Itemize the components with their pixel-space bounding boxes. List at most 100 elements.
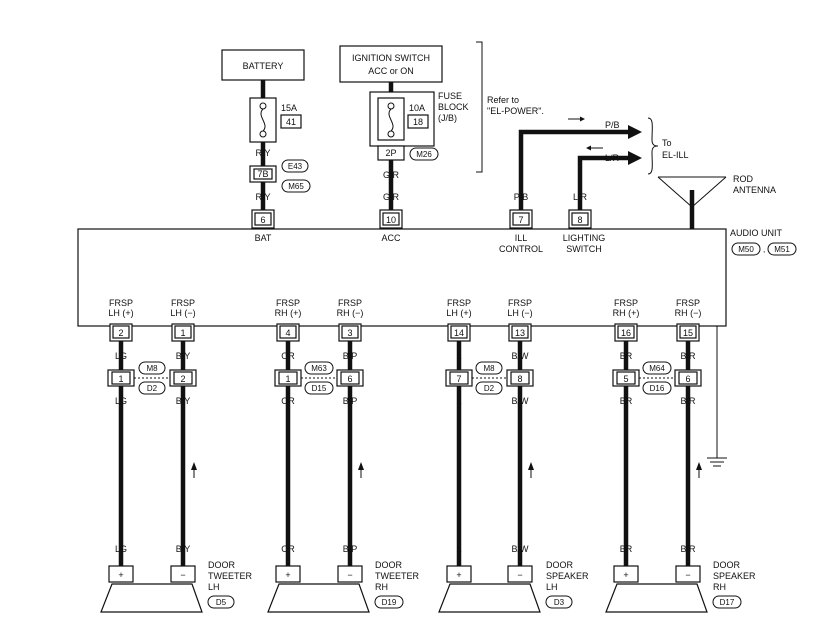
output-pin (511, 325, 529, 339)
minus-line: FRSP RH (−) 15 B/R 6 B/R B/R (674, 298, 702, 566)
antenna-label-1: ROD (733, 174, 754, 184)
plus-symbol: + (623, 570, 628, 580)
speaker-channel-tweeter-lh: FRSP LH (+) 2 LG 1 LG LG FRSP LH (−) 1 B… (100, 298, 252, 613)
wire-color-3: B/Y (176, 544, 191, 554)
terminal-pin-number: 8 (577, 215, 582, 225)
wire-color-3: L (456, 544, 461, 554)
speaker-body (100, 583, 203, 613)
joint-pin (449, 371, 469, 385)
joint-connector-pill (138, 361, 166, 375)
terminal-label: ACC (381, 233, 401, 243)
minus-line: FRSP RH (−) 3 B/P 6 B/P B/P (336, 298, 364, 566)
output-polarity: RH (+) (275, 308, 302, 318)
speaker-name-2: TWEETER (208, 571, 252, 581)
current-arrow-up-icon (528, 462, 534, 470)
connector-m51-pill (767, 242, 797, 256)
wire-color: BR (620, 351, 633, 361)
speaker-name-3: LH (546, 582, 558, 592)
output-label: FRSP (614, 298, 638, 308)
joint-pin-number: 2 (180, 374, 185, 384)
speaker-channel-speaker-rh: FRSP RH (+) 16 BR 5 BR BR FRSP RH (−) 15… (605, 298, 756, 613)
output-polarity: RH (−) (675, 308, 702, 318)
wire-pb-label-top: P/B (605, 120, 620, 130)
connector-m26-label: M26 (416, 150, 432, 159)
output-polarity: LH (+) (446, 308, 471, 318)
wire-color-2: B/P (343, 396, 358, 406)
speaker-channel-tweeter-rh: FRSP RH (+) 4 OR 1 OR OR FRSP RH (−) 3 B… (267, 298, 419, 613)
speaker-name-1: DOOR (375, 560, 403, 570)
minus-terminal (675, 565, 701, 583)
connector-e43-label: E43 (288, 162, 303, 171)
terminal-pin (382, 212, 400, 226)
battery-label: BATTERY (243, 61, 284, 71)
wire-color-2: B/W (512, 396, 530, 406)
joint-pin (111, 371, 131, 385)
wire-color-2: B/R (680, 396, 696, 406)
fuse-15a-terminal-bottom (259, 130, 267, 138)
wire-color: B/Y (176, 351, 191, 361)
output-label: FRSP (171, 298, 195, 308)
wire-color-2: BR (620, 396, 633, 406)
output-polarity: LH (−) (170, 308, 195, 318)
output-pin-number: 3 (347, 328, 352, 338)
joint-pin-number: 1 (285, 374, 290, 384)
wire-lr-label-top: L/R (605, 153, 620, 163)
wire-color: L (456, 351, 461, 361)
joint-connector-pill-2 (304, 381, 334, 395)
signal-arrow-right-icon (580, 116, 585, 122)
ill-control-wire (518, 129, 628, 210)
output-pin (279, 325, 297, 339)
antenna-left (657, 176, 693, 208)
plus-line: FRSP LH (+) 14 L 7 L L (445, 298, 473, 566)
joint-connector-pill-2 (475, 381, 503, 395)
output-polarity: RH (+) (613, 308, 640, 318)
joint-connector-label: M64 (649, 364, 665, 373)
fuse-10a-amp: 10A (409, 103, 425, 113)
output-pin (174, 325, 192, 339)
antenna-right (691, 176, 727, 208)
wire-color-2: L (456, 396, 461, 406)
speaker-connector-label: D17 (720, 598, 735, 607)
terminal-pin (571, 212, 589, 226)
wire-color-3: B/P (343, 544, 358, 554)
output-pin (341, 325, 359, 339)
speaker-terminals: + − (605, 565, 708, 613)
terminal-label: LIGHTING (563, 233, 606, 243)
to-ill-label-2: EL-ILL (662, 150, 689, 160)
output-pin (112, 325, 130, 339)
joint-pin-number: 7 (456, 374, 461, 384)
plus-symbol: + (118, 570, 123, 580)
plus-terminal (108, 565, 134, 583)
connector-m65-label: M65 (288, 182, 304, 191)
speaker-connector-label: D3 (554, 598, 565, 607)
minus-terminal (507, 565, 533, 583)
output-pin-number: 16 (621, 328, 631, 338)
joint-pin (616, 371, 636, 385)
speaker-connector-pill (712, 595, 742, 609)
wire-pb-label: P/B (514, 192, 529, 202)
wire-ry-label-1: R/Y (255, 148, 270, 158)
connector-m51-label: M51 (774, 245, 790, 254)
speaker-name-1: DOOR (546, 560, 574, 570)
connector-e43-pill (281, 159, 309, 173)
minus-symbol: − (180, 570, 185, 580)
joint-pin-number: 5 (623, 374, 628, 384)
plus-line: FRSP LH (+) 2 LG 1 LG LG (107, 298, 135, 566)
arrow-right-icon (628, 125, 642, 139)
joint-connector-pill-2 (138, 381, 166, 395)
refer-label-2: "EL-POWER". (487, 106, 544, 116)
plus-line: FRSP RH (+) 16 BR 5 BR BR (612, 298, 640, 566)
wire-color-3: B/W (512, 544, 530, 554)
wire-color: OR (281, 351, 295, 361)
terminal-label-2: CONTROL (499, 244, 543, 254)
terminal-pin-number: 10 (386, 215, 396, 225)
joint-connector-label-2: D15 (312, 384, 327, 393)
output-polarity: LH (−) (507, 308, 532, 318)
output-polarity: LH (+) (108, 308, 133, 318)
lighting-switch-wire (577, 155, 628, 210)
wire-gr-label-2: G/R (383, 192, 400, 202)
joint-connector-label-2: D2 (484, 384, 495, 393)
wire-color-3: OR (281, 544, 295, 554)
audio-unit-title: AUDIO UNIT (730, 228, 783, 238)
